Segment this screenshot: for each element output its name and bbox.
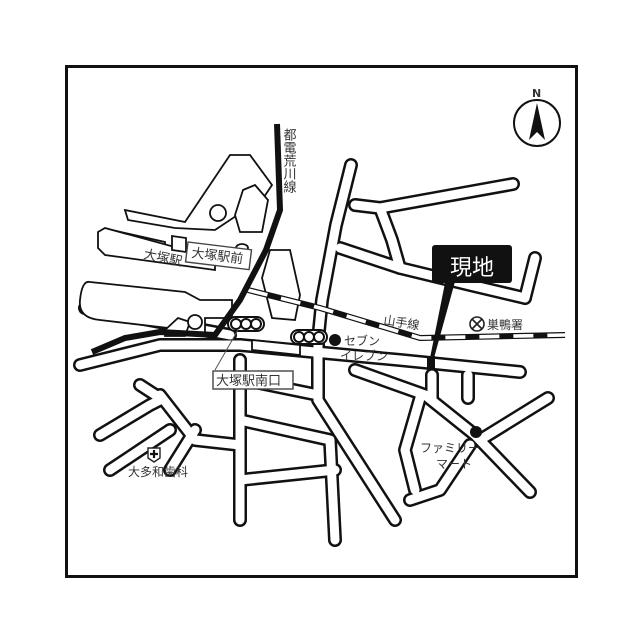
site-label: 現地 <box>450 256 494 281</box>
seven-eleven-marker-icon <box>329 334 341 346</box>
familymart-marker-icon <box>470 426 482 438</box>
dental-clinic-label: 大多和歯科 <box>128 465 188 479</box>
familymart-label-2: マート <box>436 457 472 471</box>
toden-line-label: 都電荒川線 <box>281 128 297 193</box>
north-arrow-icon <box>513 99 561 147</box>
police-station-icon <box>469 316 485 332</box>
otsuka-south-exit-label: 大塚駅南口 <box>216 373 281 389</box>
otsuka-ekimae-label: 大塚駅前 <box>191 245 245 267</box>
traffic-signal-2 <box>290 329 328 345</box>
yamanote-line <box>247 287 566 342</box>
north-label: N <box>532 87 541 100</box>
familymart-label-1: ファミリー <box>420 441 480 455</box>
seven-eleven-label-2: イレブン <box>340 348 388 363</box>
site-marker <box>427 245 512 368</box>
toden-arakawa-line <box>90 123 283 355</box>
yamanote-line-label: 山手線 <box>383 312 421 332</box>
seven-eleven-label-1: セブン <box>344 333 380 348</box>
traffic-signal-1 <box>227 316 265 332</box>
clinic-icon <box>147 447 161 463</box>
police-station-label: 巣鴨署 <box>487 318 523 332</box>
